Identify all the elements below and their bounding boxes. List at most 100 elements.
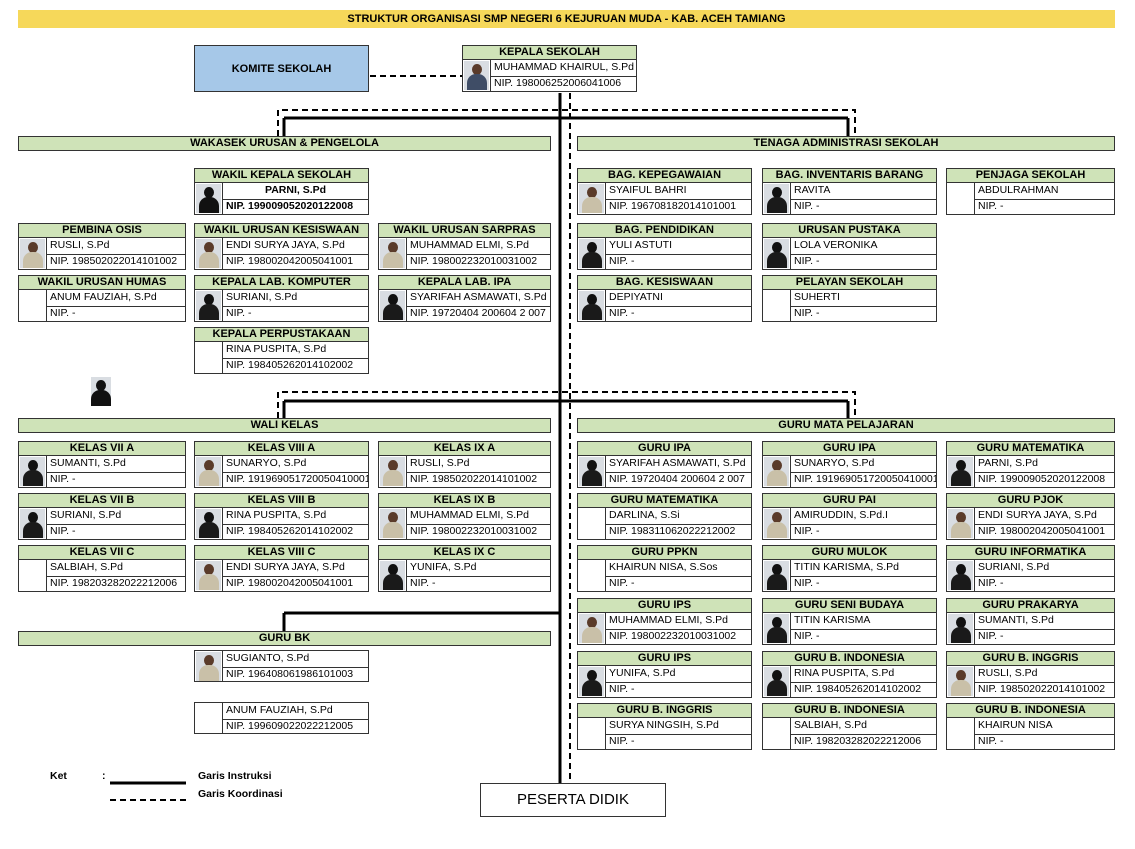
- wakil-kepala-card: WAKIL KEPALA SEKOLAH PARNI, S.Pd NIP. 19…: [194, 168, 369, 215]
- photo-empty: [763, 290, 791, 321]
- card-nip: NIP. 198002232010031002: [609, 630, 737, 642]
- card-name: RUSLI, S.Pd: [47, 238, 185, 255]
- card-nip: NIP. 198405262014102002: [794, 683, 922, 695]
- card-title: BAG. KEPEGAWAIAN: [577, 168, 752, 183]
- photo-empty: [947, 718, 975, 749]
- card-name: PARNI, S.Pd: [223, 183, 368, 200]
- card-name: MUHAMMAD ELMI, S.Pd: [407, 238, 550, 255]
- card-name: LOLA VERONIKA: [791, 238, 936, 255]
- card-title: BAG. KESISWAAN: [577, 275, 752, 290]
- card-title: WAKIL URUSAN HUMAS: [18, 275, 186, 290]
- legend-ket: Ket: [50, 770, 67, 782]
- card-nip: NIP. 199609022022212005: [226, 720, 354, 732]
- section-guru-mapel: GURU MATA PELAJARAN: [577, 418, 1115, 433]
- card-title: GURU B. INDONESIA: [762, 651, 937, 666]
- card-nip: NIP. 198002042005041001: [226, 255, 354, 267]
- card-title: PENJAGA SEKOLAH: [946, 168, 1115, 183]
- card-nip: NIP. -: [609, 307, 635, 319]
- photo-male-icon: [195, 238, 223, 269]
- card-nip: NIP. 19720404 200604 2 007: [609, 473, 745, 485]
- card-title: GURU PPKN: [577, 545, 752, 560]
- card-nip: NIP. 198502022014101002: [978, 683, 1106, 695]
- photo-empty: [19, 560, 47, 591]
- card-nip: NIP. 196708182014101001: [609, 200, 737, 212]
- photo-female-icon: [195, 508, 223, 539]
- photo-empty: [195, 703, 223, 734]
- card-title: KELAS VIII C: [194, 545, 369, 560]
- photo-female-icon: [947, 456, 975, 487]
- card-nip: NIP. 198311062022212002: [609, 525, 736, 537]
- card-nip: NIP. 198002232010031002: [410, 525, 538, 537]
- card-name: ANUM FAUZIAH, S.Pd: [223, 703, 368, 720]
- card-name: RUSLI, S.Pd: [407, 456, 550, 473]
- card-title: GURU IPA: [577, 441, 752, 456]
- card-name: DEPIYATNI: [606, 290, 751, 307]
- card-nip: NIP. 19720404 200604 2 007: [410, 307, 546, 319]
- photo-male-icon: [379, 238, 407, 269]
- card-title: GURU PAI: [762, 493, 937, 508]
- photo-female-icon: [578, 666, 606, 697]
- card-title: GURU MATEMATIKA: [577, 493, 752, 508]
- card-name: SURIANI, S.Pd: [975, 560, 1114, 577]
- card-name: SUNARYO, S.Pd: [223, 456, 368, 473]
- section-tas: TENAGA ADMINISTRASI SEKOLAH: [577, 136, 1115, 151]
- photo-female-icon: [763, 560, 791, 591]
- card-nip: NIP. 198203282022212006: [794, 735, 922, 747]
- card-name: SALBIAH, S.Pd: [791, 718, 936, 735]
- photo-empty: [578, 508, 606, 539]
- card-title: GURU SENI BUDAYA: [762, 598, 937, 613]
- photo-male-icon: [195, 456, 223, 487]
- card-title: WAKIL URUSAN KESISWAAN: [194, 223, 369, 238]
- card-title: GURU B. INDONESIA: [762, 703, 937, 718]
- card-name: KHAIRUN NISA: [975, 718, 1114, 735]
- photo-male-icon: [947, 666, 975, 697]
- card-title: GURU IPS: [577, 651, 752, 666]
- photo-male-icon: [578, 183, 606, 214]
- photo-male-icon: [195, 651, 223, 682]
- photo-female-icon: [947, 613, 975, 644]
- legend-koordinasi: Garis Koordinasi: [198, 788, 283, 800]
- card-name: SYARIFAH ASMAWATI, S.Pd: [407, 290, 550, 307]
- card-title: PEMBINA OSIS: [18, 223, 186, 238]
- photo-empty: [19, 290, 47, 321]
- card-nip: NIP. -: [978, 200, 1004, 212]
- card-name: SUGIANTO, S.Pd: [223, 651, 368, 668]
- photo-female-icon: [19, 456, 47, 487]
- card-name: SURIANI, S.Pd: [223, 290, 368, 307]
- card-nip: NIP. -: [609, 683, 635, 695]
- legend-instruksi: Garis Instruksi: [198, 770, 272, 782]
- card-nip: NIP. -: [794, 255, 820, 267]
- photo-female-icon: [379, 560, 407, 591]
- photo-empty: [578, 718, 606, 749]
- photo-female-icon: [19, 508, 47, 539]
- card-nip: NIP. -: [609, 255, 635, 267]
- photo-female-icon: [947, 560, 975, 591]
- photo-male-icon: [763, 508, 791, 539]
- card-nip: NIP. -: [609, 577, 635, 589]
- card-title: KELAS IX C: [378, 545, 551, 560]
- card-title: KELAS VII A: [18, 441, 186, 456]
- photo-male-icon: [195, 560, 223, 591]
- card-nip: NIP. -: [794, 307, 820, 319]
- card-nip: NIP. -: [794, 630, 820, 642]
